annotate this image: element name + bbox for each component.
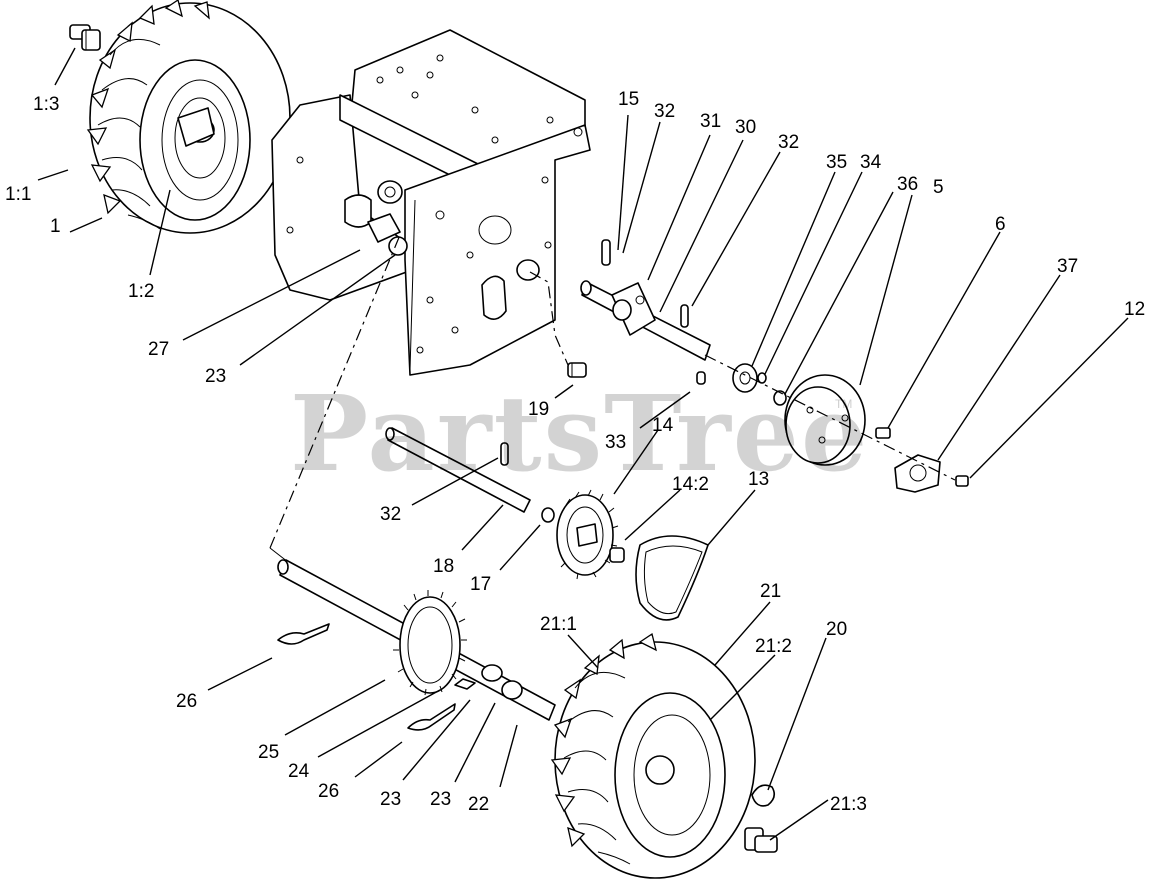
bolt-19 xyxy=(567,362,587,378)
callout-labels: 1:3 1:1 1 1:2 27 23 19 15 32 31 30 32 35… xyxy=(5,89,1145,815)
callout-12: 12 xyxy=(1124,299,1145,320)
hairpin-26b xyxy=(407,703,456,731)
callout-6: 6 xyxy=(995,214,1006,235)
callout-22: 22 xyxy=(468,794,489,815)
frame-housing xyxy=(271,29,591,378)
callout-32-upper: 32 xyxy=(654,101,675,122)
callout-13: 13 xyxy=(748,469,769,490)
callout-23-lower-a: 23 xyxy=(380,789,401,810)
callout-30: 30 xyxy=(735,117,756,138)
callout-17: 17 xyxy=(470,574,491,595)
callout-26-lower: 26 xyxy=(318,781,339,802)
callout-15: 15 xyxy=(618,89,639,110)
callout-35: 35 xyxy=(826,152,847,173)
callout-33: 33 xyxy=(605,432,626,453)
callout-20: 20 xyxy=(826,619,847,640)
bolt-14-2 xyxy=(609,547,625,563)
callout-14-2: 14:2 xyxy=(672,474,709,495)
washer-17 xyxy=(541,507,555,523)
wheel-bolt-21-3 xyxy=(744,827,778,853)
washer-36 xyxy=(773,390,787,406)
callout-1: 1 xyxy=(50,216,61,237)
upper-shaft-assembly xyxy=(580,239,969,493)
key-33 xyxy=(696,371,706,385)
bearing-flange-37 xyxy=(894,454,941,493)
callout-1-1: 1:1 xyxy=(5,184,31,205)
right-rim xyxy=(614,692,726,858)
callout-37: 37 xyxy=(1057,256,1078,277)
callout-21-1: 21:1 xyxy=(540,614,577,635)
callout-34: 34 xyxy=(860,152,882,173)
bolt-12 xyxy=(955,475,969,487)
watermark-text: PartsTree xyxy=(290,372,869,495)
watermark: PartsTree TM xyxy=(290,372,869,495)
sprocket-35 xyxy=(732,363,758,393)
hub-30 xyxy=(611,282,656,336)
spacers-23 xyxy=(481,664,523,700)
roll-pin-15 xyxy=(601,239,611,266)
wheel-bolt-1-3 xyxy=(69,24,101,51)
callout-27: 27 xyxy=(148,339,169,360)
callout-26-left: 26 xyxy=(176,691,197,712)
hairpin-26a xyxy=(277,623,330,645)
callout-23-upper: 23 xyxy=(205,366,226,387)
drive-chain-13 xyxy=(635,535,709,621)
clevis-pin-20 xyxy=(751,784,776,807)
callout-1-2: 1:2 xyxy=(128,281,154,302)
sprocket-14 xyxy=(556,489,619,580)
callout-14: 14 xyxy=(652,415,674,436)
key-24 xyxy=(454,678,476,690)
callout-25: 25 xyxy=(258,742,279,763)
roll-pin-32 xyxy=(680,304,689,328)
callout-21-2: 21:2 xyxy=(755,636,792,657)
callout-23-lower-b: 23 xyxy=(430,789,451,810)
gear-25 xyxy=(393,590,467,696)
shaft-18 xyxy=(385,427,531,513)
lower-axle-assembly xyxy=(269,234,556,731)
callout-31: 31 xyxy=(700,111,721,132)
left-wheel-assembly xyxy=(69,0,291,234)
washer-34 xyxy=(757,372,767,384)
callout-1-3: 1:3 xyxy=(33,94,59,115)
callout-19: 19 xyxy=(528,399,549,420)
bolt-6 xyxy=(875,427,891,439)
callout-36: 36 xyxy=(897,174,918,195)
callout-24: 24 xyxy=(288,761,310,782)
watermark-tm: TM xyxy=(835,397,852,411)
callout-18: 18 xyxy=(433,556,454,577)
leader-lines xyxy=(37,47,1129,841)
drive-plate-5 xyxy=(784,374,866,466)
left-rim xyxy=(139,59,251,221)
callout-5: 5 xyxy=(933,177,944,198)
right-wheel-assembly xyxy=(550,632,778,879)
middle-shaft-assembly xyxy=(385,427,709,621)
callout-32-lower: 32 xyxy=(380,504,401,525)
callout-32-right: 32 xyxy=(778,132,799,153)
callout-21-3: 21:3 xyxy=(830,794,867,815)
callout-21: 21 xyxy=(760,581,781,602)
roll-pin-32b xyxy=(500,442,509,466)
